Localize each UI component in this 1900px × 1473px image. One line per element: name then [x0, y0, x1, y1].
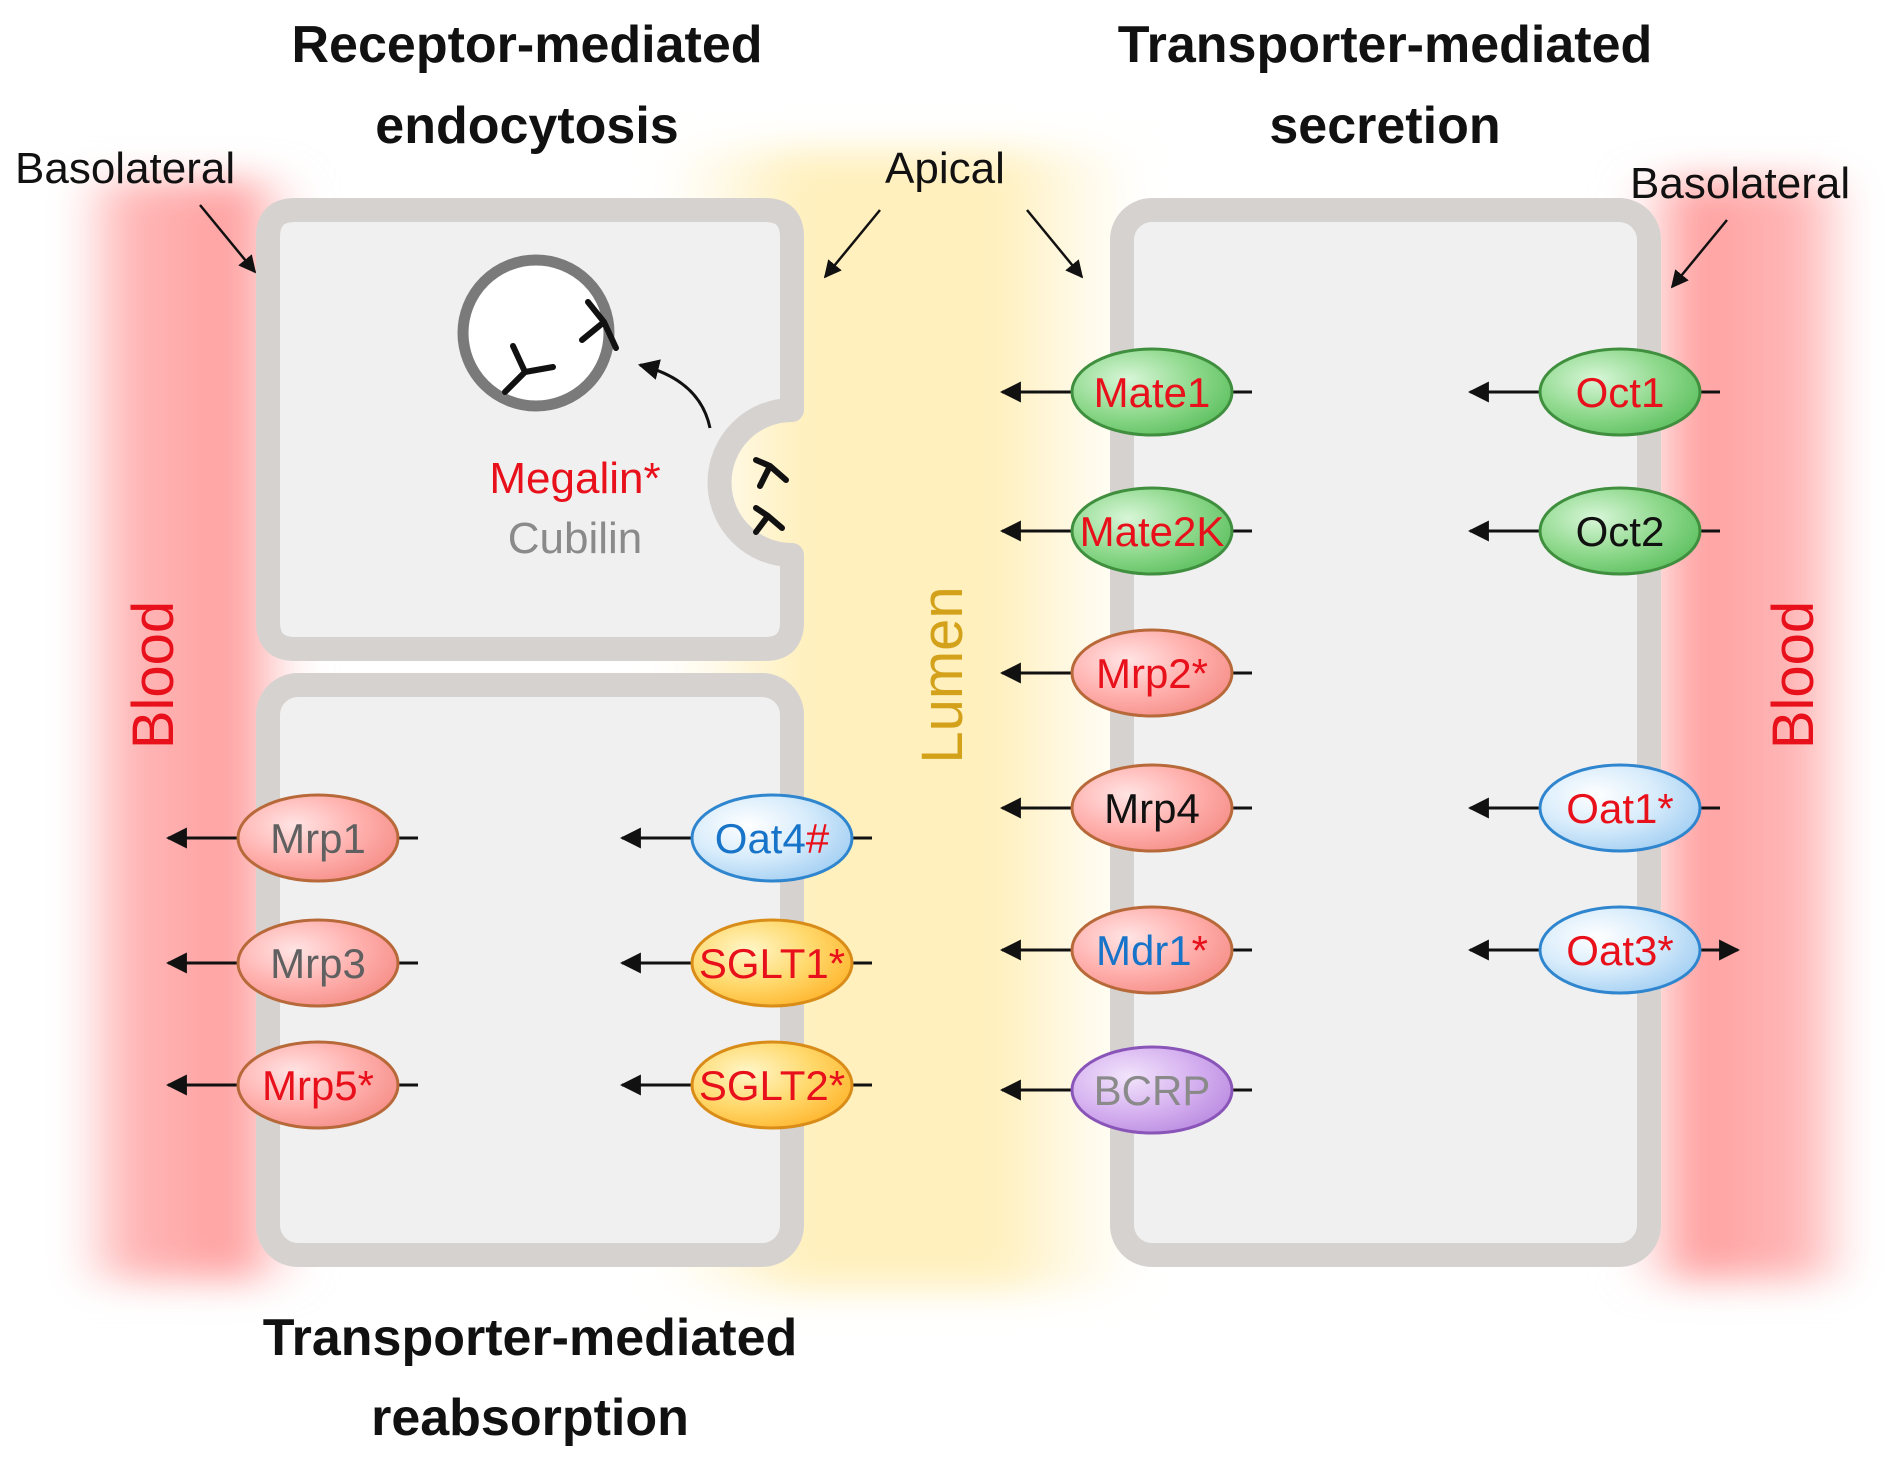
basolateral-label-right: Basolateral: [1630, 159, 1850, 208]
mrp3-label-part-0: Mrp3: [270, 940, 366, 987]
oat4-label-part-0: Oat4: [715, 815, 806, 862]
sglt2-label-part-0: SGLT2*: [699, 1062, 845, 1109]
secretion-title-line2: secretion: [1269, 97, 1500, 155]
apical-label: Apical: [885, 144, 1005, 193]
basolateral-left-pointer: [199, 204, 257, 274]
endocytosis-details: Megalin* Cubilin: [457, 254, 789, 563]
basolateral-label-left: Basolateral: [15, 144, 235, 193]
oat3-label-part-0: Oat3*: [1566, 927, 1673, 974]
mdr1-label: Mdr1*: [1096, 927, 1208, 974]
transporter-mate1: Mate1: [999, 347, 1252, 437]
mate2k-label-part-0: Mate2K: [1080, 508, 1225, 555]
surface-receptor-icon: [753, 457, 789, 535]
oat3-oval: [1538, 905, 1702, 995]
mdr1-label-part-0: Mdr1: [1096, 927, 1192, 974]
oct1-oval: [1538, 347, 1702, 437]
apical-right-pointer: [1026, 209, 1084, 279]
mrp3-label: Mrp3: [270, 940, 366, 987]
oct2-label-part-0: Oct2: [1576, 508, 1665, 555]
bcrp-label-part-0: BCRP: [1094, 1067, 1211, 1114]
sglt1-oval: [690, 918, 854, 1008]
membrane-labels: Basolateral Apical Basolateral: [15, 144, 1850, 208]
mrp5-oval: [236, 1040, 400, 1130]
secretion-title-line1: Transporter-mediated: [1118, 16, 1653, 74]
sglt1-label: SGLT1*: [699, 940, 845, 987]
mrp5-label: Mrp5*: [262, 1062, 374, 1109]
oct2-label: Oct2: [1576, 508, 1665, 555]
mate1-label-part-0: Mate1: [1094, 369, 1211, 416]
mrp1-oval: [236, 793, 400, 883]
transporter-mate2k: Mate2K: [999, 486, 1252, 576]
oct2-oval: [1538, 486, 1702, 576]
transporter-oct2: Oct2: [1467, 486, 1720, 576]
oct1-label-part-0: Oct1: [1576, 369, 1665, 416]
blood-label-right: Blood: [1761, 601, 1826, 749]
transporter-mrp5: Mrp5*: [165, 1040, 418, 1130]
transporter-mrp4: Mrp4: [999, 763, 1252, 853]
mate2k-oval: [1070, 486, 1234, 576]
oat3-label: Oat3*: [1566, 927, 1673, 974]
mate1-oval: [1070, 347, 1234, 437]
transporter-oat3: Oat3*: [1467, 905, 1741, 995]
transporter-bcrp: BCRP: [999, 1045, 1252, 1135]
bcrp-label: BCRP: [1094, 1067, 1211, 1114]
mrp1-label-part-0: Mrp1: [270, 815, 366, 862]
mrp3-oval: [236, 918, 400, 1008]
bcrp-oval: [1070, 1045, 1234, 1135]
mrp2-label: Mrp2*: [1096, 650, 1208, 697]
mdr1-label-part-1: *: [1192, 927, 1208, 974]
reabsorption-title-line1: Transporter-mediated: [263, 1309, 798, 1367]
transporter-oat1: Oat1*: [1467, 763, 1720, 853]
oat1-label-part-0: Oat1*: [1566, 785, 1673, 832]
transporter-mrp3: Mrp3: [165, 918, 418, 1008]
endocytosis-title-line2: endocytosis: [375, 97, 678, 155]
oat4-label: Oat4#: [715, 815, 830, 862]
megalin-label: Megalin*: [489, 454, 660, 503]
endocytosis-title-line1: Receptor-mediated: [292, 16, 763, 74]
mate2k-label: Mate2K: [1080, 508, 1225, 555]
basolateral-right-pointer: [1670, 219, 1728, 289]
apical-left-pointer: [823, 209, 881, 279]
receptor-y-icon: [502, 299, 619, 395]
mdr1-oval: [1070, 905, 1234, 995]
sglt2-oval: [690, 1040, 854, 1130]
mate1-label: Mate1: [1094, 369, 1211, 416]
transporter-oat4: Oat4#: [619, 793, 872, 883]
blood-label-left: Blood: [121, 601, 186, 749]
sglt1-label-part-0: SGLT1*: [699, 940, 845, 987]
mrp4-label: Mrp4: [1104, 785, 1200, 832]
oat1-oval: [1538, 763, 1702, 853]
transporter-mdr1: Mdr1*: [999, 905, 1252, 995]
oat4-label-part-1: #: [806, 815, 830, 862]
transporter-mrp1: Mrp1: [165, 793, 418, 883]
oct1-label: Oct1: [1576, 369, 1665, 416]
mrp4-oval: [1070, 763, 1234, 853]
sglt2-label: SGLT2*: [699, 1062, 845, 1109]
mrp5-label-part-0: Mrp5*: [262, 1062, 374, 1109]
transporter-mrp2: Mrp2*: [999, 628, 1252, 718]
reabsorption-title-line2: reabsorption: [371, 1389, 689, 1447]
oat4-oval: [690, 793, 854, 883]
titles: Receptor-mediated endocytosis Transporte…: [263, 16, 1653, 1447]
transporter-sglt2: SGLT2*: [619, 1040, 872, 1130]
secretion-cell: [1110, 198, 1661, 1267]
pointer-arrows: [199, 204, 1728, 289]
mrp1-label: Mrp1: [270, 815, 366, 862]
region-labels: Blood Lumen Blood: [121, 586, 1826, 763]
mrp2-oval: [1070, 628, 1234, 718]
mrp4-label-part-0: Mrp4: [1104, 785, 1200, 832]
transporter-oct1: Oct1: [1467, 347, 1720, 437]
endocytosis-cell: [256, 198, 804, 661]
oat1-label: Oat1*: [1566, 785, 1673, 832]
transporter-sglt1: SGLT1*: [619, 918, 872, 1008]
cubilin-label: Cubilin: [508, 514, 643, 563]
lumen-label: Lumen: [910, 586, 975, 763]
internalization-arrow: [637, 359, 712, 429]
mrp2-label-part-0: Mrp2*: [1096, 650, 1208, 697]
